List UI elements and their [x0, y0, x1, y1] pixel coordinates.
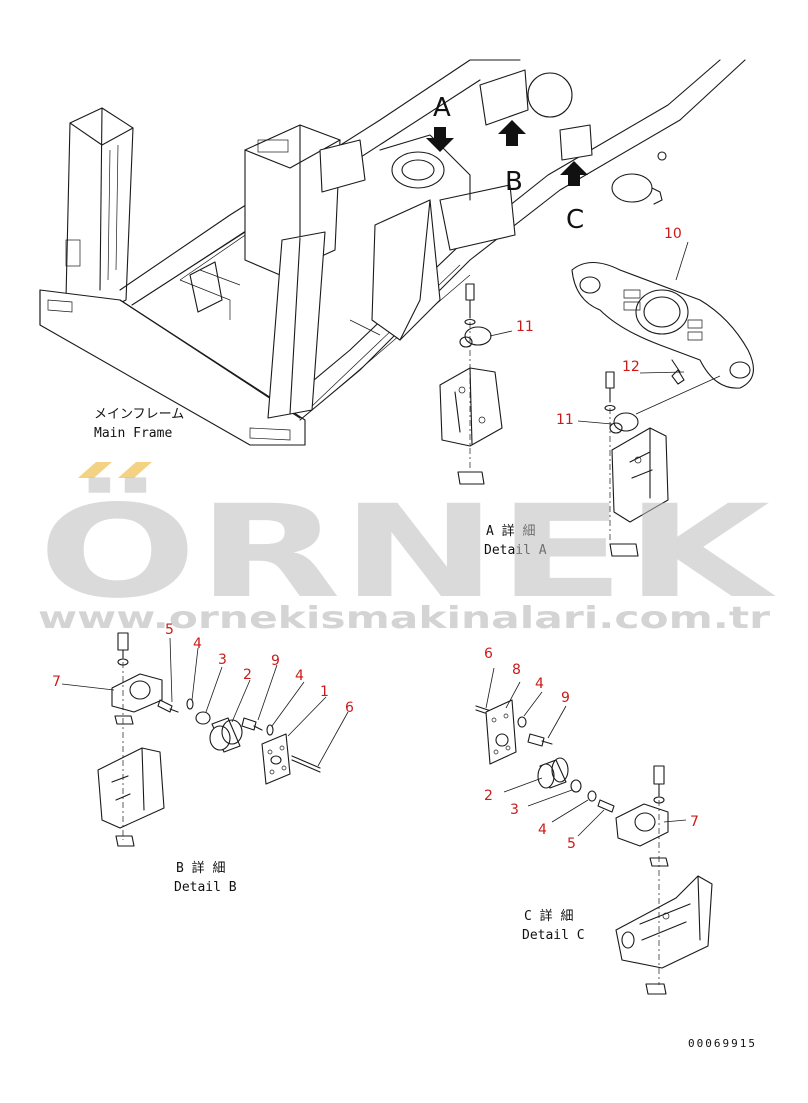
callout-b-3: 3 [218, 652, 227, 668]
callout-b-7: 7 [52, 674, 61, 690]
leader-b-4 [191, 647, 199, 701]
leader-12 [639, 371, 685, 374]
detail-c-drawing [475, 699, 713, 995]
detail-a-caption-en: Detail A [484, 543, 547, 558]
callout-b-9: 9 [271, 653, 280, 669]
leader-c-4 [523, 691, 543, 717]
callout-b-4b: 4 [295, 668, 304, 684]
callout-b-1: 1 [320, 684, 329, 700]
watermark: ÖRNEK www.ornekismakinalari.com.tr [38, 462, 777, 636]
leader-c-9 [547, 705, 567, 739]
watermark-url: www.ornekismakinalari.com.tr [38, 601, 770, 636]
callout-c-3: 3 [510, 802, 519, 818]
detail-b-caption-jp: B 詳 細 [176, 860, 225, 876]
callout-b-4: 4 [193, 636, 202, 652]
view-label-b: B [505, 167, 523, 197]
callout-c-4b: 4 [538, 822, 547, 838]
callout-c-2: 2 [484, 788, 493, 804]
callout-a-10: 10 [664, 226, 682, 242]
callout-b-5: 5 [165, 622, 174, 638]
main-frame-caption-en: Main Frame [94, 426, 172, 441]
callout-a-12: 12 [622, 359, 640, 375]
leader-b-3 [205, 666, 223, 713]
callout-a-11: 11 [516, 319, 534, 335]
leader-c-3 [527, 789, 573, 807]
callout-c-9: 9 [561, 690, 570, 706]
callout-b-2: 2 [243, 667, 252, 683]
leader-12b [635, 375, 721, 415]
detail-c-caption-en: Detail C [522, 928, 585, 943]
detail-b-caption-en: Detail B [174, 880, 237, 895]
view-arrow-b [498, 120, 526, 146]
leader-11b [577, 420, 613, 425]
callout-a-11b: 11 [556, 412, 574, 428]
leader-b-2 [231, 679, 251, 723]
main-frame-caption-jp: メインフレーム [94, 407, 184, 422]
leader-c-8 [505, 681, 521, 709]
leader-b-4b [271, 681, 305, 727]
detail-a-caption-jp: A 詳 細 [486, 523, 535, 539]
document-id: 00069915 [688, 1037, 757, 1050]
leader-c-4b [551, 799, 589, 823]
callout-c-8: 8 [512, 662, 521, 678]
detail-a-drawing [439, 261, 754, 557]
detail-b-drawing [97, 632, 321, 847]
callout-c-7: 7 [690, 814, 699, 830]
leader-c-5 [577, 809, 605, 837]
callout-c-4: 4 [535, 676, 544, 692]
leader-b-1 [287, 696, 327, 737]
leader-10 [675, 241, 689, 281]
view-arrow-a [426, 127, 454, 152]
leader-11a [489, 330, 513, 337]
leader-b-7 [61, 683, 115, 691]
leader-c-7 [663, 819, 687, 823]
leader-c-2 [503, 777, 543, 793]
view-arrow-c [560, 161, 588, 186]
detail-c-caption-jp: C 詳 細 [524, 908, 573, 924]
callout-c-6: 6 [484, 646, 493, 662]
watermark-brand: ÖRNEK [38, 477, 777, 627]
callout-c-5: 5 [567, 836, 576, 852]
leader-b-5 [169, 637, 173, 703]
leader-b-6 [317, 711, 349, 767]
callout-b-6: 6 [345, 700, 354, 716]
leader-b-9 [257, 664, 278, 721]
main-frame-drawing [39, 59, 746, 446]
view-label-a: A [433, 93, 451, 123]
view-label-c: C [566, 205, 584, 235]
leader-c-6 [485, 667, 495, 709]
